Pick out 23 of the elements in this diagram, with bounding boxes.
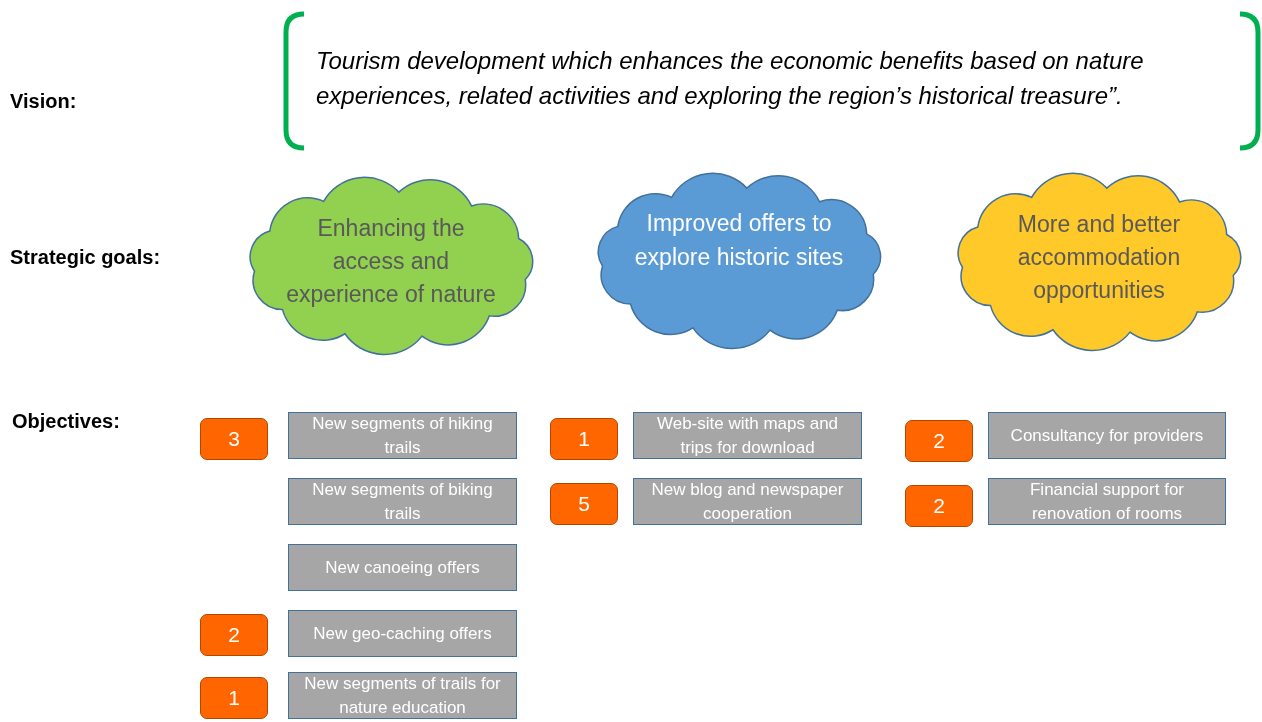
objective-box: Consultancy for providers — [988, 412, 1226, 459]
objective-box: Web-site with maps and trips for download — [633, 412, 862, 459]
goal-text: More and better accommodation opportunities — [1016, 209, 1182, 306]
objective-box: New blog and newspaper cooperation — [633, 478, 862, 525]
objective-box: Financial support for renovation of rooms — [988, 478, 1226, 525]
count-badge: 2 — [200, 614, 268, 656]
count-badge: 2 — [905, 420, 973, 462]
goal-text: Improved offers to explore historic sites — [633, 209, 845, 272]
objective-box: New segments of trails for nature education — [288, 672, 517, 719]
row-heading: Strategic goals: — [10, 246, 161, 269]
vision-statement: Tourism development which enhances the economic benefits based on nature experiences, related activities and exploring the region’s historical treasure”. — [316, 46, 1145, 111]
objective-box: New segments of biking trails — [288, 478, 517, 525]
count-badge: 2 — [905, 485, 973, 527]
objective-box: New geo-caching offers — [288, 610, 517, 657]
goal-text: Enhancing the access and experience of nature — [285, 213, 497, 310]
row-heading: Vision: — [10, 90, 77, 113]
objective-box: New segments of hiking trails — [288, 412, 517, 459]
objective-box: New canoeing offers — [288, 544, 517, 591]
count-badge: 3 — [200, 418, 268, 460]
count-badge: 1 — [550, 418, 618, 460]
count-badge: 5 — [550, 483, 618, 525]
count-badge: 1 — [200, 677, 268, 719]
row-heading: Objectives: — [12, 410, 120, 433]
